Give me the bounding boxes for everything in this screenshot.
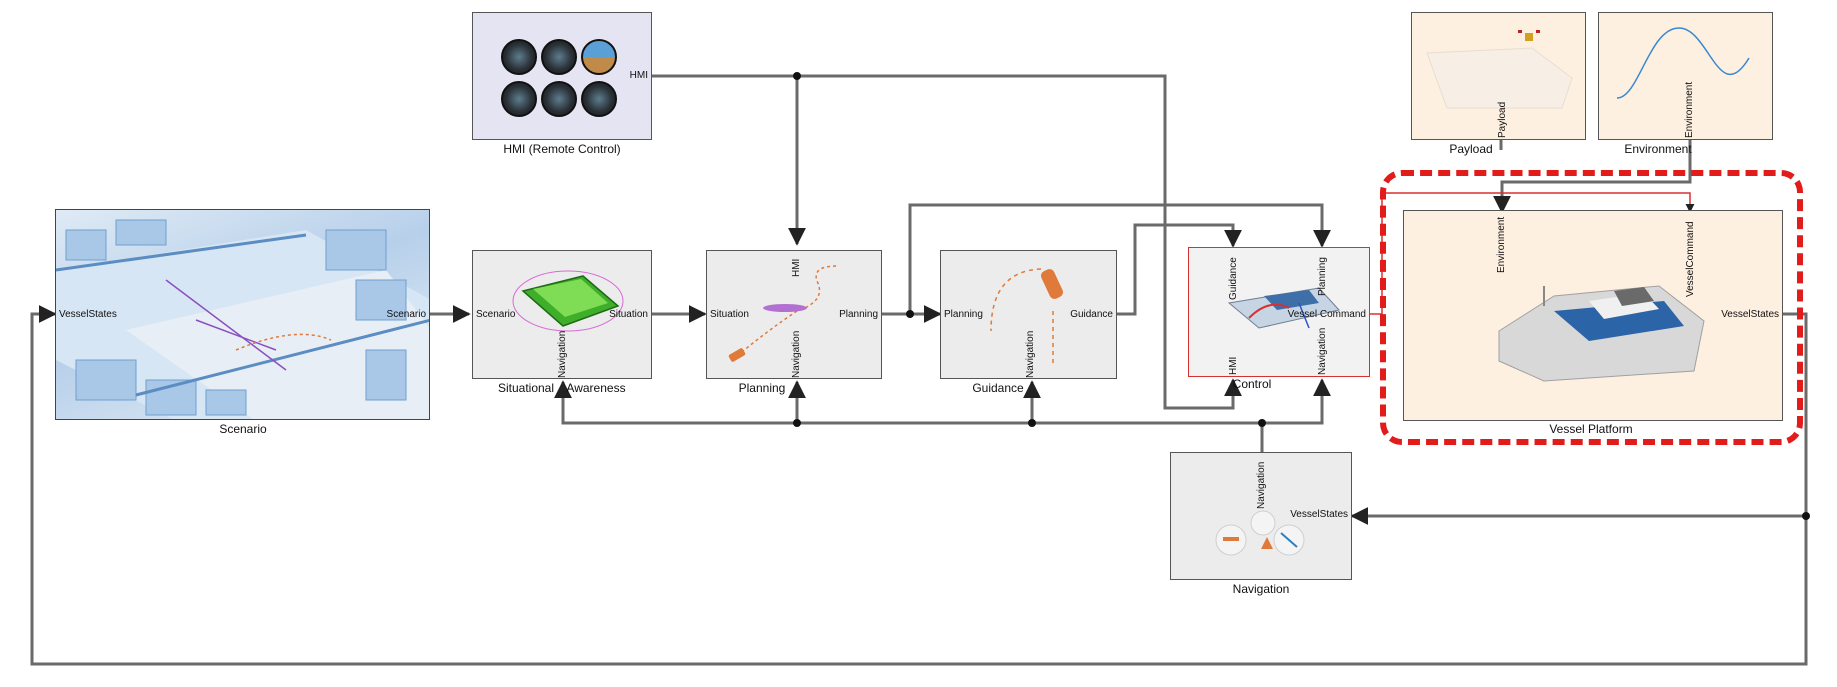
port-planning-navigation: Navigation bbox=[791, 330, 802, 378]
junction-dot bbox=[1028, 419, 1036, 427]
port-sa-navigation: Navigation bbox=[557, 330, 568, 378]
sa-title-left: Situational bbox=[497, 381, 555, 395]
situational-awareness-block[interactable]: Scenario Situation Navigation bbox=[472, 250, 652, 379]
scenario-title: Scenario bbox=[219, 422, 267, 436]
wire-vesselstates-scenario bbox=[30, 305, 1808, 666]
port-payload-out: Payload bbox=[1497, 101, 1508, 138]
port-scenario-in: VesselStates bbox=[59, 309, 117, 320]
payload-title: Payload bbox=[1449, 142, 1493, 156]
wire-nav-control bbox=[1262, 378, 1331, 425]
port-vp-out: VesselStates bbox=[1721, 309, 1779, 320]
port-planning-out: Planning bbox=[839, 309, 878, 320]
junction-dot bbox=[906, 310, 914, 318]
port-control-guidance: Guidance bbox=[1228, 257, 1239, 300]
wire-hmi-planning bbox=[652, 74, 806, 246]
environment-block[interactable]: Environment bbox=[1598, 12, 1773, 140]
hmi-title: HMI (Remote Control) bbox=[503, 142, 621, 156]
vessel-platform-icon bbox=[1498, 285, 1705, 382]
port-navigation-in: VesselStates bbox=[1290, 509, 1348, 520]
port-control-out: Vessel Command bbox=[1287, 309, 1366, 320]
environment-title: Environment bbox=[1624, 142, 1692, 156]
planning-path-icon bbox=[728, 265, 838, 362]
sa-title-right: Awareness bbox=[566, 381, 626, 395]
payload-vessel-icon bbox=[1426, 30, 1573, 109]
city-map-icon bbox=[56, 219, 429, 419]
port-vp-command: VesselCommand bbox=[1685, 221, 1696, 297]
port-planning-hmi: HMI bbox=[791, 258, 802, 277]
port-environment-out: Environment bbox=[1684, 81, 1695, 138]
navigation-title: Navigation bbox=[1232, 582, 1290, 596]
planning-title: Planning bbox=[738, 381, 786, 395]
vessel-platform-block[interactable]: Environment VesselCommand VesselStates bbox=[1403, 210, 1783, 421]
port-scenario-out: Scenario bbox=[386, 309, 426, 320]
port-guidance-in: Planning bbox=[944, 309, 983, 320]
wire-planning-control bbox=[908, 203, 1331, 314]
heading-gauge-icon bbox=[501, 81, 537, 117]
navigation-block[interactable]: Navigation VesselStates bbox=[1170, 452, 1352, 580]
port-sa-in: Scenario bbox=[476, 309, 516, 320]
control-vessel-icon bbox=[1227, 287, 1340, 329]
wire-guidance-control bbox=[1117, 223, 1242, 316]
guidance-title: Guidance bbox=[972, 381, 1024, 395]
port-guidance-navigation: Navigation bbox=[1025, 330, 1036, 378]
airspeed-gauge-icon bbox=[541, 39, 577, 75]
vessel-3d-icon bbox=[512, 270, 624, 332]
control-block[interactable]: Guidance Planning Vessel Command HMI Nav… bbox=[1188, 247, 1370, 377]
planning-block[interactable]: Situation Planning HMI Navigation bbox=[706, 250, 882, 379]
wire-vesselstates-navigation bbox=[1350, 312, 1808, 525]
navigation-sensors-icon bbox=[1215, 510, 1305, 556]
scenario-block[interactable]: VesselStates Scenario bbox=[55, 209, 430, 420]
wire-hmi-control bbox=[797, 74, 1242, 410]
port-sa-out: Situation bbox=[609, 309, 648, 320]
port-navigation-top: Navigation bbox=[1256, 461, 1267, 509]
junction-dot bbox=[793, 419, 801, 427]
turn-gauge-icon bbox=[541, 81, 577, 117]
wire-navigation-bus bbox=[554, 380, 1264, 452]
guidance-block[interactable]: Planning Guidance Navigation bbox=[940, 250, 1117, 379]
port-guidance-out: Guidance bbox=[1070, 309, 1113, 320]
wire-environment bbox=[1493, 140, 1692, 214]
control-title: Control bbox=[1232, 377, 1272, 391]
payload-block[interactable]: Payload bbox=[1411, 12, 1586, 140]
port-vp-environment: Environment bbox=[1496, 216, 1507, 273]
vessel-platform-title: Vessel Platform bbox=[1549, 422, 1633, 436]
junction-dot bbox=[1802, 512, 1810, 520]
port-control-hmi: HMI bbox=[1228, 356, 1239, 375]
hmi-block[interactable]: HMI bbox=[472, 12, 652, 140]
guidance-path-icon bbox=[990, 268, 1064, 363]
vsi-gauge-icon bbox=[581, 81, 617, 117]
altimeter-gauge-icon bbox=[501, 39, 537, 75]
attitude-indicator-icon bbox=[581, 39, 617, 75]
port-planning-in: Situation bbox=[710, 309, 749, 320]
port-control-navigation: Navigation bbox=[1317, 327, 1328, 375]
sine-wave-icon bbox=[1616, 27, 1750, 99]
junction-dot bbox=[1258, 419, 1266, 427]
vessel-platform-highlight bbox=[1380, 170, 1803, 445]
port-control-planning: Planning bbox=[1317, 257, 1328, 296]
port-hmi-out: HMI bbox=[629, 70, 648, 81]
junction-dot bbox=[793, 72, 801, 80]
